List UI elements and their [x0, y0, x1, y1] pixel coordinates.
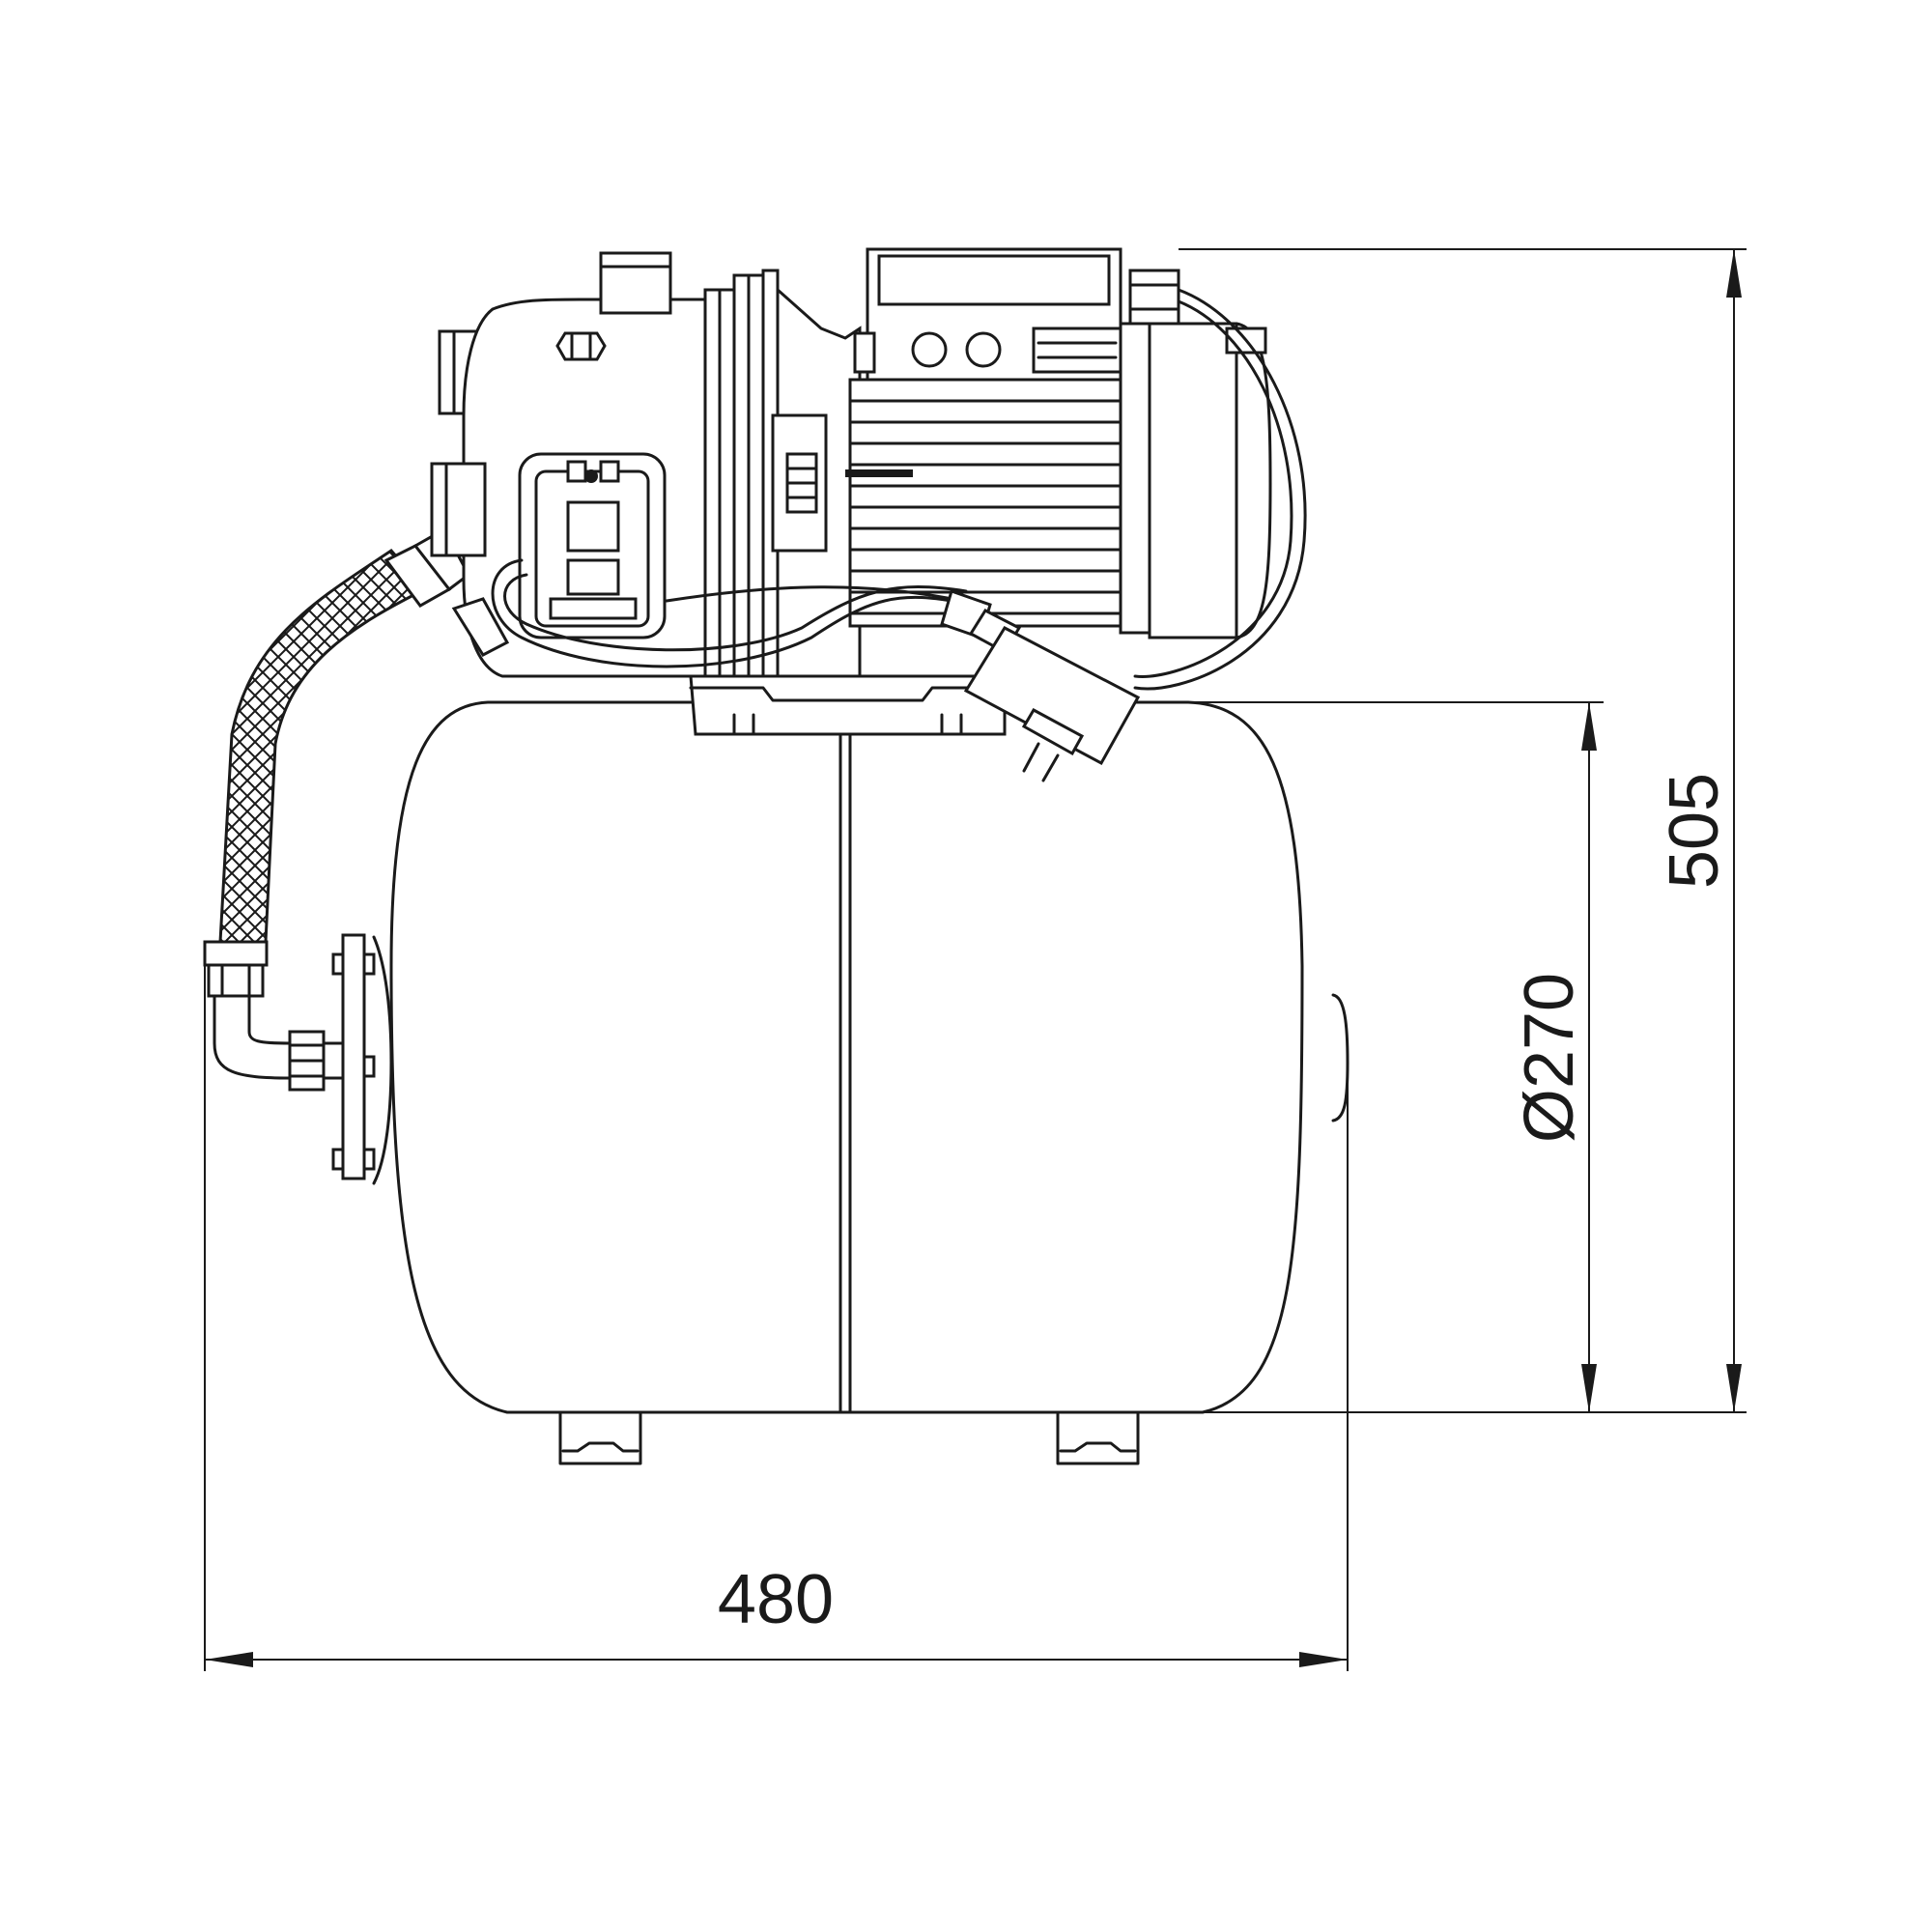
dimension-width: 480 [204, 966, 1349, 1671]
terminal-screw-2 [965, 331, 1002, 368]
tank-inlet-fitting [213, 993, 345, 1092]
braided-hose [203, 526, 470, 998]
tank-body [389, 700, 1304, 1414]
tank-foot-left [558, 1410, 642, 1465]
terminal-screw-1 [911, 331, 948, 368]
arrow-bottom [1726, 1364, 1742, 1412]
dimension-height: 505 [1179, 248, 1747, 1413]
indicator-dot [584, 469, 598, 483]
cable-gland [1128, 269, 1180, 326]
height-label: 505 [1656, 773, 1733, 889]
cable-from-motor [1133, 288, 1307, 691]
arrow-top [1726, 249, 1742, 298]
power-cable [491, 288, 1307, 782]
pressure-tank [389, 700, 1350, 1465]
priming-port [599, 251, 672, 315]
motor-end-shield [1119, 322, 1151, 635]
pressure-switch [518, 452, 667, 639]
arrow-tank-top [1581, 702, 1597, 751]
mains-plug [963, 626, 1141, 766]
tank-foot-right [1056, 1410, 1140, 1465]
arrow-left [205, 1652, 253, 1667]
electric-motor [845, 247, 1272, 639]
dimension-tank-diameter: Ø270 [1140, 701, 1604, 1412]
arrow-right [1299, 1652, 1348, 1667]
tank-flange [331, 933, 393, 1185]
cable-loop [491, 558, 968, 668]
width-label: 480 [718, 1561, 834, 1638]
hex-plug [555, 331, 607, 361]
cooling-fins [848, 399, 1122, 615]
discharge-port [430, 462, 487, 557]
tank-diameter-label: Ø270 [1511, 973, 1588, 1143]
elbow-pipe [213, 993, 292, 1080]
pump-mount-bracket [689, 674, 1007, 736]
tank-end-cap [1331, 993, 1350, 1122]
arrow-tank-bottom [1581, 1364, 1597, 1412]
